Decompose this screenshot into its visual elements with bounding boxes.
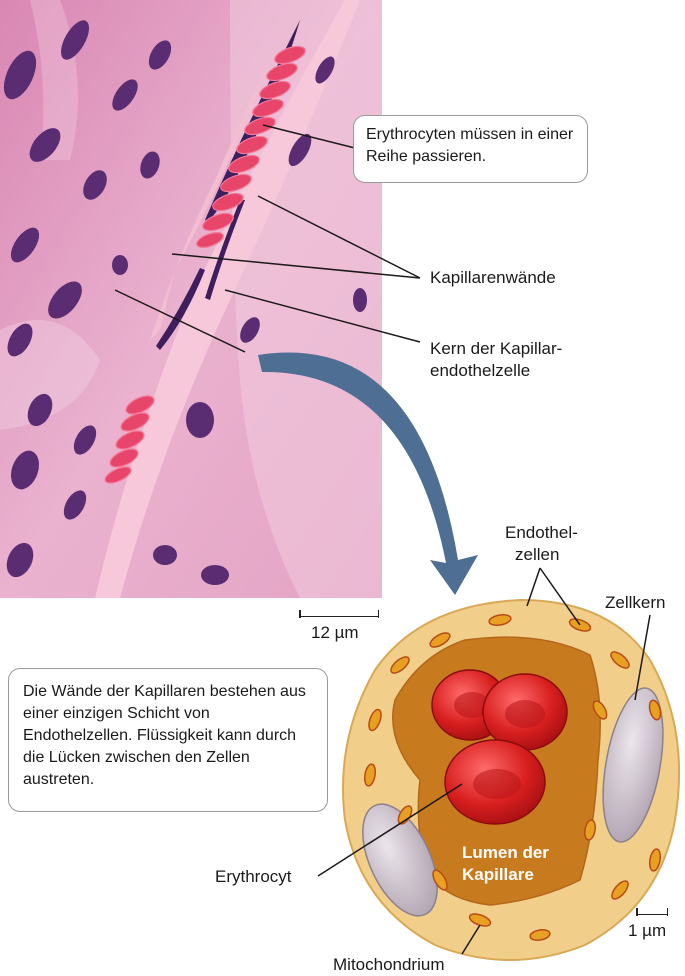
mitochondria [363, 613, 662, 941]
callout-walls-text: Die Wände der Kapillaren bestehen aus ei… [23, 683, 306, 788]
label-endothelial-nucleus-1: Kern der Kapillar- [430, 339, 563, 358]
callout-walls: Die Wände der Kapillaren bestehen aus ei… [8, 668, 328, 812]
micrograph-erythrocytes [104, 45, 306, 484]
scalebar-diagram [636, 906, 668, 916]
label-lumen-2: Kapillare [462, 865, 534, 884]
scalebar-micrograph-label: 12 µm [311, 623, 359, 642]
label-endothelial-nucleus-2: endothelzelle [430, 361, 531, 380]
tissue-nuclei [3, 20, 367, 585]
zellkern-right [602, 687, 664, 843]
scalebar-diagram-label: 1 µm [628, 921, 667, 940]
label-endothelial-cells-2: zellen [515, 545, 560, 564]
callout-single-file-text: Erythrocyten müssen in einer Reihe passi… [366, 126, 574, 165]
label-erythrocyte: Erythrocyt [215, 867, 292, 886]
label-capillary-walls: Kapillarenwände [430, 268, 556, 287]
callout-single-file: Erythrocyten müssen in einer Reihe passi… [353, 115, 588, 183]
label-mitochondrion: Mitochondrium [333, 955, 445, 974]
scalebar-micrograph [299, 608, 379, 618]
label-lumen: Lumen der Kapillare [462, 842, 549, 886]
leader-lines [114, 124, 651, 955]
label-lumen-1: Lumen der [462, 843, 549, 862]
zellkern-left [362, 803, 438, 917]
label-endothelial-cells-1: Endothel- [505, 523, 578, 542]
label-cell-nucleus: Zellkern [605, 593, 666, 612]
capillary-cross-section [342, 598, 681, 961]
magnify-arrow [258, 352, 478, 595]
